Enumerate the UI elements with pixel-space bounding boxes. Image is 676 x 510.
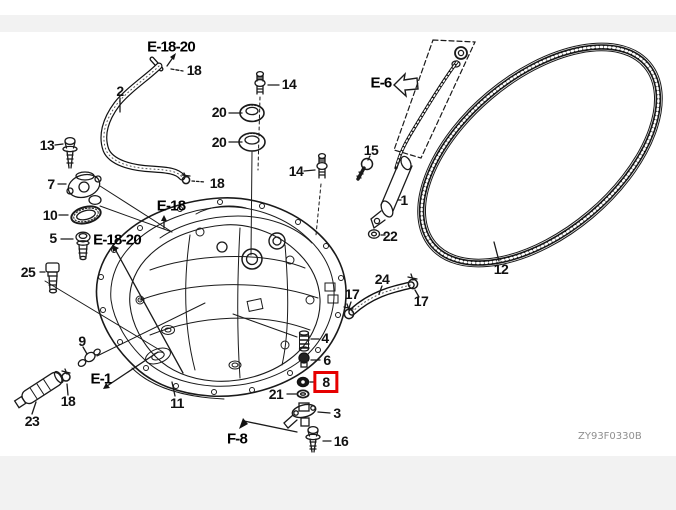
callout-15: 15 [363,142,379,158]
callout-6: 6 [323,352,331,368]
callout-21: 21 [268,386,284,402]
drawing-code-watermark: ZY93F0330B [578,431,642,442]
callout-3: 3 [333,405,341,421]
dipstick-tube-drawing [370,155,413,230]
tube-nut-drawing [367,229,386,239]
section-ref-e-18: E-18 [156,197,186,215]
section-ref-e-18-20: E-18-20 [147,38,196,56]
breather-hose-drawing [100,56,186,181]
joint-fitting-9-drawing [77,302,206,368]
callout-17: 17 [413,293,429,309]
callout-18: 18 [60,393,76,409]
hose-clip-17b-drawing [407,273,420,298]
callout-13: 13 [39,137,55,153]
callout-22: 22 [382,228,398,244]
section-ref-f-8: F-8 [226,430,248,448]
callout-20: 20 [211,134,227,150]
housing-gasket-drawing [58,205,102,225]
callout-1: 1 [400,192,408,208]
page-margin-bottom [0,456,676,510]
bearing-20a-drawing [228,103,265,123]
oil-pan-drawing [95,196,347,400]
relief-valve-6-drawing [298,352,321,368]
joint-bolt-14a-drawing [254,70,280,171]
callout-12: 12 [493,261,509,277]
f8-arrow-icon [239,418,298,433]
section-ref-e-18-20: E-18-20 [93,231,142,249]
washer-8-drawing [296,376,315,388]
callout-5: 5 [49,230,57,246]
oil-joint-3-drawing [283,402,331,429]
oil-case-gasket-drawing [417,42,663,268]
callout-7: 7 [47,176,55,192]
callout-24: 24 [374,271,390,287]
dipstick-drawing [393,39,476,170]
callout-16: 16 [333,433,349,449]
e18-20-top-arrow-icon [166,53,176,67]
callout-17: 17 [344,286,360,302]
callout-25: 25 [20,264,36,280]
o-ring-21-drawing [286,389,310,399]
callout-23: 23 [24,413,40,429]
hose-clip-17a-drawing [343,301,355,320]
section-ref-e-1: E-1 [90,370,113,388]
callout-18: 18 [186,62,202,78]
callout-2: 2 [116,83,124,99]
hose-clip-drawing [181,172,206,185]
bearing-20b-drawing [228,132,266,256]
spring-4-drawing [298,330,320,352]
sensor-25-drawing [39,262,164,353]
callout-9: 9 [78,333,86,349]
callout-10: 10 [42,207,58,223]
flange-bolt-16-drawing [305,425,332,453]
joint-bolt-14b-drawing [303,152,328,236]
page-margin-top [0,15,676,32]
tube-screw-drawing [356,155,374,181]
flange-bolt-13-drawing [54,136,78,169]
highlighted-callout-8: 8 [313,371,339,393]
callout-11: 11 [170,395,184,411]
callout-14: 14 [281,76,297,92]
callout-4: 4 [321,330,329,346]
section-ref-e-6: E-6 [370,74,393,92]
tube-23-drawing [13,370,64,415]
e6-arrow-icon [392,71,419,98]
oil-plug-5-drawing [60,231,91,261]
callout-20: 20 [211,104,227,120]
callout-14: 14 [288,163,304,179]
callout-18: 18 [209,175,225,191]
oil-hose-24-drawing [348,281,415,316]
